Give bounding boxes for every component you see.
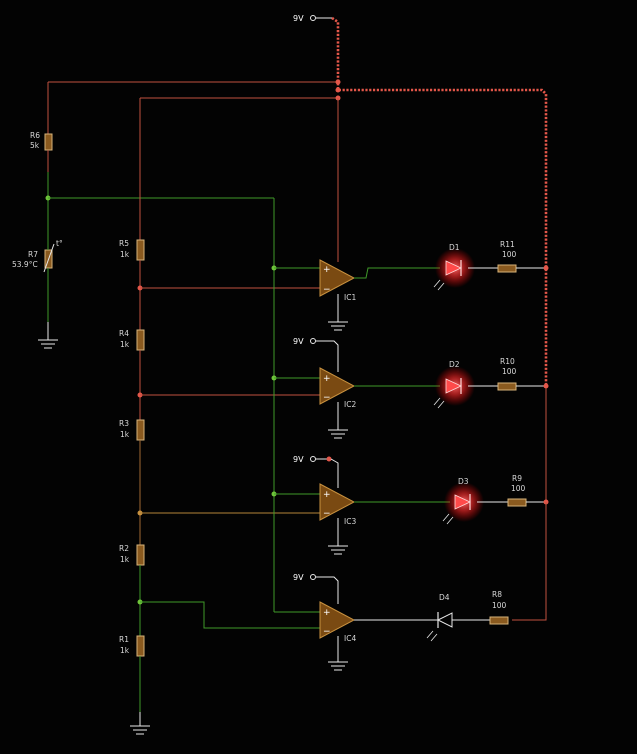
- r6-value: 5k: [30, 141, 40, 150]
- r11-value: 100: [502, 250, 517, 259]
- r5-name: R5: [119, 239, 129, 248]
- r9-value: 100: [511, 484, 526, 493]
- resistor-r9[interactable]: [507, 498, 527, 507]
- supply-terminal-ic2[interactable]: [310, 338, 316, 344]
- wire-ic2-vcc: [316, 340, 339, 372]
- supply-terminal-ic4[interactable]: [310, 574, 316, 580]
- r6-name: R6: [30, 131, 40, 140]
- r7-value: 53.9°C: [12, 260, 38, 269]
- opamp-ic3[interactable]: [319, 483, 356, 521]
- ground-icon: [130, 725, 150, 735]
- ic2-label: IC2: [344, 400, 356, 409]
- light-arrows-icon: [426, 630, 438, 642]
- ground-icon: [328, 429, 348, 439]
- opamp-ic2[interactable]: [319, 367, 356, 405]
- r1-name: R1: [119, 635, 129, 644]
- supply-label-top: 9V: [293, 14, 304, 23]
- light-arrows-icon: [433, 279, 445, 291]
- wire-ic1-out: [354, 267, 440, 279]
- ic2-minus: −: [323, 393, 331, 403]
- supply-terminal-top[interactable]: [310, 15, 316, 21]
- junction: [335, 87, 341, 93]
- junction: [335, 79, 341, 85]
- ic2-plus: +: [323, 374, 331, 384]
- ic4-minus: −: [323, 627, 331, 637]
- ground-icon: [328, 321, 348, 331]
- r7-name: R7: [28, 250, 38, 259]
- resistor-r10[interactable]: [497, 382, 517, 391]
- d4-label: D4: [439, 593, 450, 602]
- r1-value: 1k: [120, 646, 130, 655]
- r2-name: R2: [119, 544, 129, 553]
- led-d4[interactable]: [436, 612, 453, 628]
- supply-bus: [331, 16, 548, 388]
- opamp-ic1[interactable]: [319, 259, 356, 297]
- r3-value: 1k: [120, 430, 130, 439]
- wire-ref-ic4: [140, 601, 320, 629]
- ground-icon: [328, 545, 348, 555]
- r8-value: 100: [492, 601, 507, 610]
- led-d1[interactable]: [445, 260, 462, 276]
- supply-terminal-ic3[interactable]: [310, 456, 316, 462]
- supply-label-ic4: 9V: [293, 573, 304, 582]
- d2-label: D2: [449, 360, 460, 369]
- ic1-minus: −: [323, 285, 331, 295]
- supply-label-ic2: 9V: [293, 337, 304, 346]
- r3-name: R3: [119, 419, 129, 428]
- ic1-label: IC1: [344, 293, 356, 302]
- junction: [326, 456, 332, 462]
- ground-icon: [38, 339, 58, 349]
- r4-name: R4: [119, 329, 129, 338]
- r11-name: R11: [500, 240, 515, 249]
- wire-return-r8: [512, 502, 547, 621]
- led-d3[interactable]: [454, 494, 471, 510]
- opamp-ic4[interactable]: [319, 601, 356, 639]
- d1-label: D1: [449, 243, 460, 252]
- r8-name: R8: [492, 590, 502, 599]
- thermistor-arrow: [43, 243, 55, 273]
- resistor-r8[interactable]: [489, 616, 509, 625]
- resistor-r3[interactable]: [136, 419, 145, 441]
- r2-value: 1k: [120, 555, 130, 564]
- ic4-label: IC4: [344, 634, 356, 643]
- r10-name: R10: [500, 357, 515, 366]
- ic4-plus: +: [323, 608, 331, 618]
- d3-label: D3: [458, 477, 469, 486]
- ic3-minus: −: [323, 509, 331, 519]
- r9-name: R9: [512, 474, 522, 483]
- r10-value: 100: [502, 367, 517, 376]
- thermistor-t-icon: t°: [56, 239, 63, 248]
- ic1-plus: +: [323, 265, 331, 275]
- resistor-r6[interactable]: [44, 133, 53, 151]
- resistor-r5[interactable]: [136, 239, 145, 261]
- resistor-r4[interactable]: [136, 329, 145, 351]
- resistor-r11[interactable]: [497, 264, 517, 273]
- ic3-plus: +: [323, 490, 331, 500]
- wire-ic3-vcc: [330, 458, 339, 488]
- junction: [543, 383, 549, 389]
- supply-label-ic3: 9V: [293, 455, 304, 464]
- resistor-r1[interactable]: [136, 635, 145, 657]
- r5-value: 1k: [120, 250, 130, 259]
- light-arrows-icon: [442, 513, 454, 525]
- wire-ic4-vcc: [316, 576, 339, 604]
- light-arrows-icon: [433, 397, 445, 409]
- ground-icon: [328, 661, 348, 671]
- resistor-r2[interactable]: [136, 544, 145, 566]
- led-d2[interactable]: [445, 378, 462, 394]
- junction: [543, 265, 549, 271]
- r4-value: 1k: [120, 340, 130, 349]
- ic3-label: IC3: [344, 517, 356, 526]
